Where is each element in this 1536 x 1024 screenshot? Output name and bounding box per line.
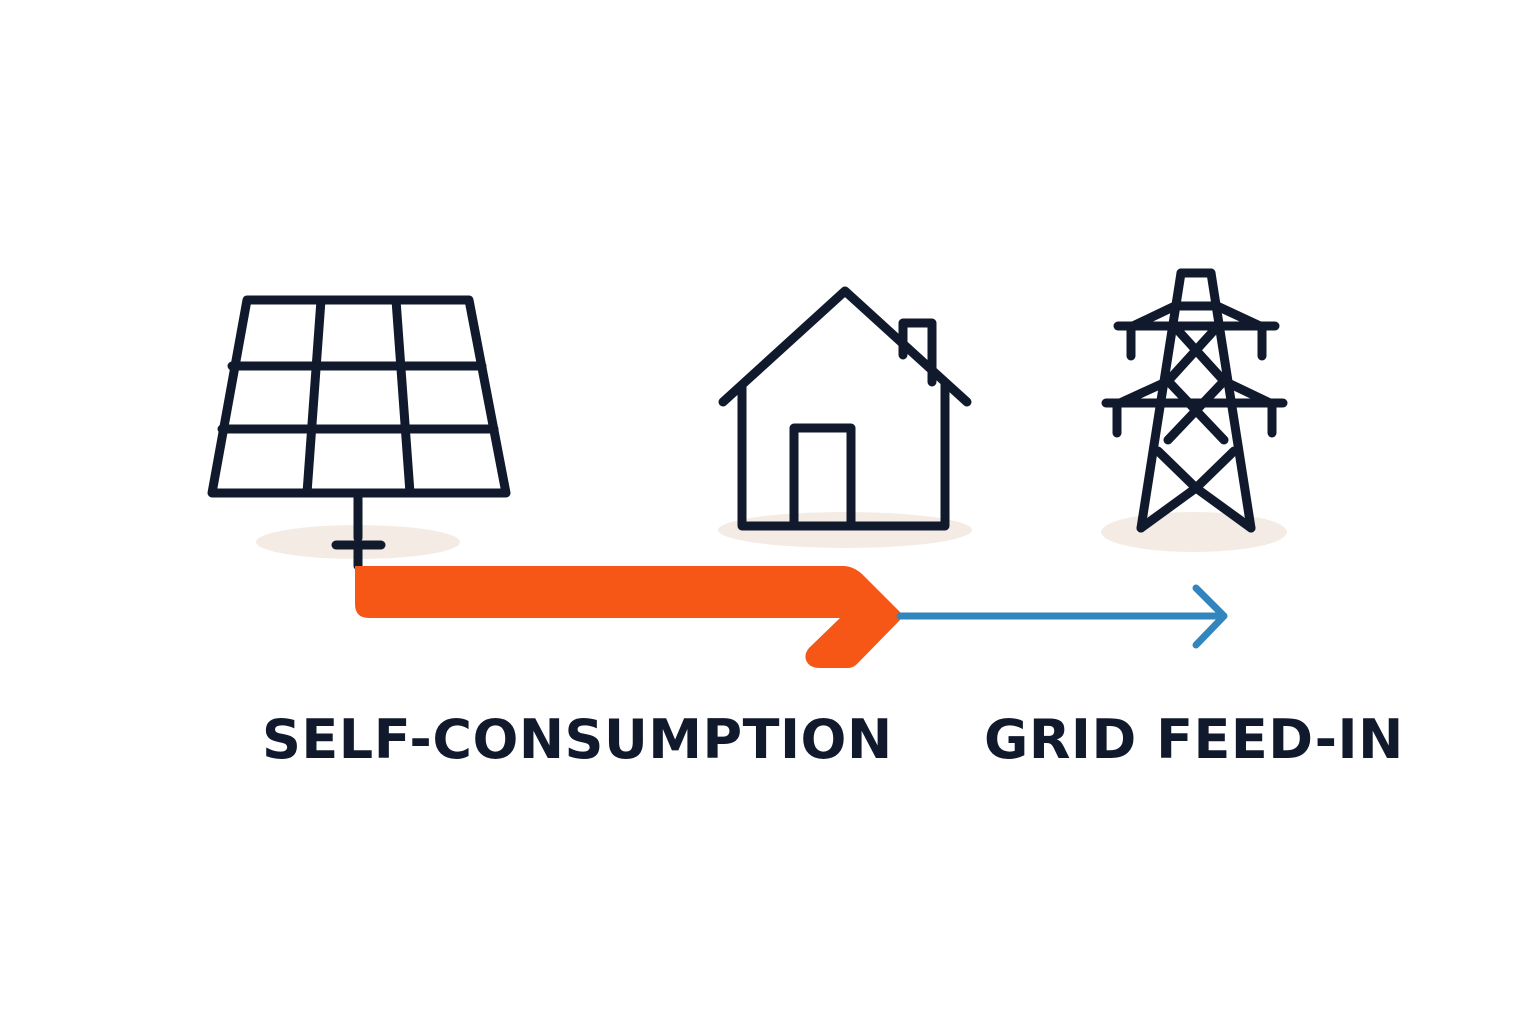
grid-feed-in-arrow: [896, 584, 1228, 649]
tower-ground-shadow: [1101, 512, 1287, 552]
transmission-tower-icon: [1101, 268, 1288, 533]
house-icon: [718, 286, 972, 531]
self-consumption-label: SELF-CONSUMPTION: [262, 708, 893, 771]
self-consumption-arrow: [355, 566, 902, 668]
grid-feed-in-label: GRID FEED-IN: [984, 708, 1404, 771]
solar-panel-icon: [207, 295, 511, 571]
